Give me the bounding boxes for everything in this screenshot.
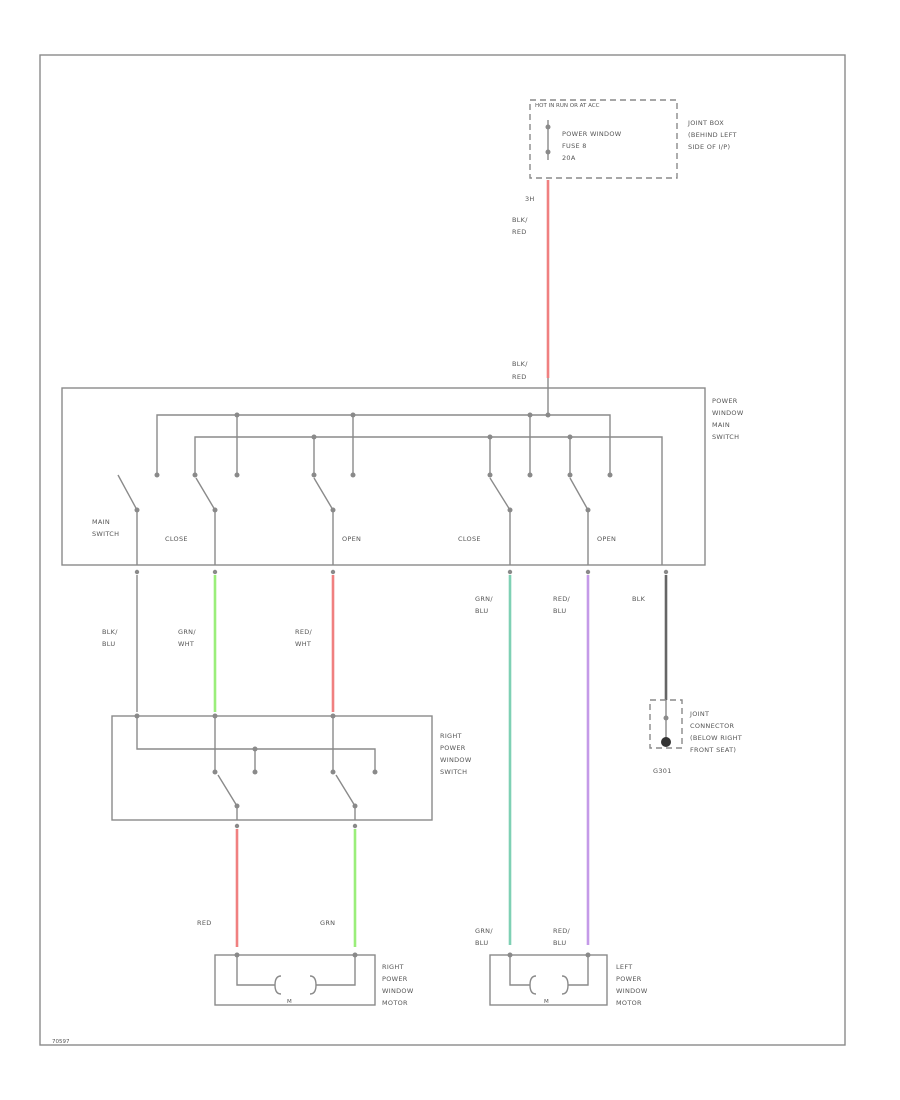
ground-label-2: CONNECTOR xyxy=(690,722,735,730)
left-motor-label-2: POWER xyxy=(616,975,642,983)
contact-label-switch: SWITCH xyxy=(92,530,119,538)
diagram-frame xyxy=(39,54,846,1046)
right-motor-label-2: POWER xyxy=(382,975,408,983)
fuse-label-3: 20A xyxy=(562,154,576,162)
wire-label-grn-blu-2: BLU xyxy=(475,607,488,615)
contact-label-open-right: OPEN xyxy=(342,535,361,543)
wire-label-red-wht-2: WHT xyxy=(295,640,311,648)
main-switch-terminals xyxy=(134,569,669,575)
right-switch-label-4: SWITCH xyxy=(440,768,467,776)
wire-label-grn-blu-1: GRN/ xyxy=(475,595,493,603)
right-switch-label-1: RIGHT xyxy=(440,732,462,740)
contact-label-open-left: OPEN xyxy=(597,535,616,543)
wire-label-blk-red-bot-1: BLK/ xyxy=(512,360,528,368)
wire-label-red-blu-1: RED/ xyxy=(553,595,571,603)
wire-label-blk: BLK xyxy=(632,595,646,603)
fuse-location-2: (BEHIND LEFT xyxy=(688,131,737,139)
fuse-label-1: POWER WINDOW xyxy=(562,130,622,138)
power-window-main-switch: MAIN SWITCH CLOSE OPEN CLOSE OPEN xyxy=(61,378,706,566)
wire-label-grn-blu-bottom-2: BLU xyxy=(475,939,488,947)
right-switch-label-2: POWER xyxy=(440,744,466,752)
wire-label-blk-blu-1: BLK/ xyxy=(102,628,118,636)
right-motor-label-1: RIGHT xyxy=(382,963,404,971)
wire-label-red-wht-1: RED/ xyxy=(295,628,313,636)
wire-label-grn-wht-2: WHT xyxy=(178,640,194,648)
fuse-label-2: FUSE 8 xyxy=(562,142,587,150)
main-switch-label-3: MAIN xyxy=(712,421,730,429)
right-motor-label-3: WINDOW xyxy=(382,987,414,995)
ground-joint-connector xyxy=(649,699,683,749)
contact-label-close-right: CLOSE xyxy=(165,535,188,543)
fuse-box-header: HOT IN RUN OR AT ACC xyxy=(535,103,600,109)
wire-label-grn-blu-bottom-1: GRN/ xyxy=(475,927,493,935)
fuse-box: HOT IN RUN OR AT ACC POWER WINDOW FUSE 8… xyxy=(529,99,737,179)
wire-label-grn-wht-1: GRN/ xyxy=(178,628,196,636)
wire-label-red: RED xyxy=(197,919,212,927)
right-power-window-switch xyxy=(111,713,433,829)
left-power-window-motor: M xyxy=(489,952,608,1006)
wire-label-blk-red-top-1: BLK/ xyxy=(512,216,528,224)
right-motor-symbol: M xyxy=(287,999,292,1005)
ground-id: G301 xyxy=(653,767,672,775)
main-switch-label-4: SWITCH xyxy=(712,433,739,441)
ground-label-3: (BELOW RIGHT xyxy=(690,734,742,742)
wire-label-red-blu-bottom-2: BLU xyxy=(553,939,566,947)
wire-label-red-blu-bottom-1: RED/ xyxy=(553,927,571,935)
figure-id: 70597 xyxy=(52,1039,70,1045)
fuse-terminal-label: 3H xyxy=(525,195,535,203)
wire-label-red-blu-2: BLU xyxy=(553,607,566,615)
wire-label-blk-red-bot-2: RED xyxy=(512,373,527,381)
wire-label-blk-red-top-2: RED xyxy=(512,228,527,236)
left-motor-label-3: WINDOW xyxy=(616,987,648,995)
ground-label-4: FRONT SEAT) xyxy=(690,746,736,754)
right-motor-label-4: MOTOR xyxy=(382,999,408,1007)
ground-label-1: JOINT xyxy=(689,710,709,718)
wire-label-grn: GRN xyxy=(320,919,335,927)
contact-label-main: MAIN xyxy=(92,518,110,526)
main-switch-label-2: WINDOW xyxy=(712,409,744,417)
left-motor-label-4: MOTOR xyxy=(616,999,642,1007)
contact-label-close-left: CLOSE xyxy=(458,535,481,543)
fuse-location-3: SIDE OF I/P) xyxy=(688,143,730,151)
right-switch-label-3: WINDOW xyxy=(440,756,472,764)
left-motor-label-1: LEFT xyxy=(616,963,633,971)
main-switch-label-1: POWER xyxy=(712,397,738,405)
wire-label-blk-blu-2: BLU xyxy=(102,640,115,648)
fuse-location-1: JOINT BOX xyxy=(687,119,724,127)
left-motor-symbol: M xyxy=(544,999,549,1005)
right-power-window-motor: M xyxy=(214,952,376,1006)
